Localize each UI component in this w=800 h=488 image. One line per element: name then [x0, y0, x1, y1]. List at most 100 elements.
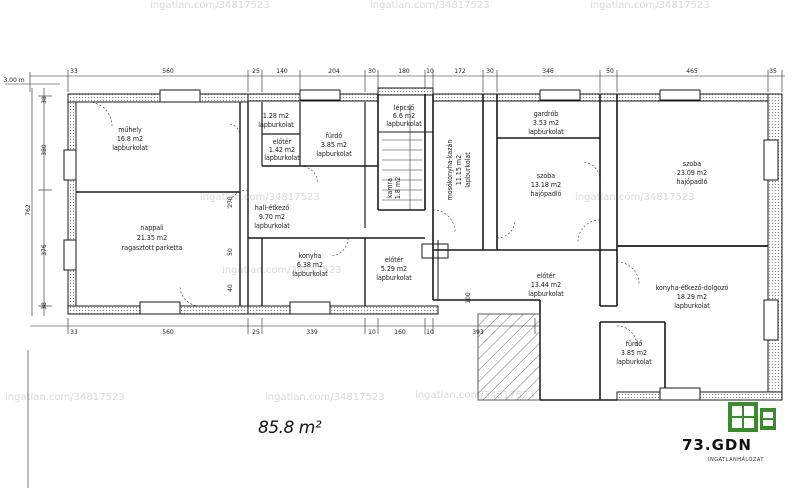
logo-text: 73.GDN	[682, 436, 752, 454]
svg-text:lépcső: lépcső	[394, 103, 414, 112]
svg-text:11.15 m2: 11.15 m2	[455, 155, 463, 185]
dim-label: 50	[606, 68, 614, 75]
svg-text:13.18 m2: 13.18 m2	[531, 181, 561, 189]
svg-text:lapburkolat: lapburkolat	[528, 290, 564, 298]
svg-text:lapburkolat: lapburkolat	[258, 121, 294, 129]
dim-label: 40	[227, 284, 234, 292]
dim-label: 10	[426, 329, 434, 336]
dim-label: 38	[41, 302, 48, 310]
windows	[63, 89, 779, 401]
dim-label: 30	[486, 68, 494, 75]
svg-text:fürdő: fürdő	[626, 339, 643, 348]
dimension-labels: 3.00 m 33 560 25 140 204 30 180 10 172 3…	[3, 68, 777, 336]
watermark-text: ingatlan.com/34817523	[575, 192, 695, 203]
svg-text:előtér: előtér	[537, 271, 556, 280]
total-area-label: 85.8 m²	[258, 418, 322, 438]
svg-text:fürdő: fürdő	[326, 131, 343, 140]
svg-text:lapburkolat: lapburkolat	[316, 150, 352, 158]
svg-text:13.44 m2: 13.44 m2	[531, 281, 561, 289]
dim-label: 376	[41, 244, 48, 256]
svg-text:konyha-étkező-dolgozó: konyha-étkező-dolgozó	[656, 283, 729, 292]
svg-text:lapburkolat: lapburkolat	[528, 128, 564, 136]
svg-text:9.70 m2: 9.70 m2	[259, 213, 285, 221]
watermarks: ingatlan.com/34817523 ingatlan.com/34817…	[5, 0, 710, 403]
gdn-logo	[728, 402, 776, 432]
svg-text:lapburkolat: lapburkolat	[616, 358, 652, 366]
svg-text:nappali: nappali	[140, 224, 163, 232]
svg-text:16.8 m2: 16.8 m2	[117, 135, 143, 143]
dim-label: 38	[41, 96, 48, 104]
terrace-hatch	[477, 313, 541, 401]
dim-label: 140	[276, 68, 288, 75]
dim-label: 33	[70, 68, 78, 75]
door-swings	[87, 101, 640, 347]
svg-text:18.29 m2: 18.29 m2	[677, 293, 707, 301]
svg-text:3.53 m2: 3.53 m2	[533, 119, 559, 127]
watermark-text: ingatlan.com/34817523	[200, 192, 320, 203]
stairs	[382, 104, 422, 210]
svg-text:szoba: szoba	[537, 172, 555, 180]
dim-label: 33	[70, 329, 78, 336]
dim-label: 465	[686, 68, 698, 75]
svg-text:1.42 m2: 1.42 m2	[269, 146, 295, 154]
svg-text:6.38 m2: 6.38 m2	[297, 261, 323, 269]
svg-text:5.29 m2: 5.29 m2	[381, 265, 407, 273]
dim-label: 50	[227, 248, 234, 256]
svg-text:lapburkolat: lapburkolat	[464, 152, 472, 188]
dim-label: 339	[306, 329, 318, 336]
logo-window-icon	[728, 402, 776, 432]
svg-text:3.85 m2: 3.85 m2	[321, 141, 347, 149]
svg-text:lapburkolat: lapburkolat	[254, 222, 290, 230]
dim-label: 180	[398, 68, 410, 75]
svg-text:lapburkolat: lapburkolat	[386, 120, 422, 128]
svg-text:előtér: előtér	[273, 137, 292, 146]
svg-text:mosókonyha-kazán: mosókonyha-kazán	[446, 140, 454, 201]
dim-label: 560	[162, 68, 174, 75]
svg-text:előtér: előtér	[385, 255, 404, 264]
svg-text:lapburkolat: lapburkolat	[376, 274, 412, 282]
dim-label: 762	[25, 204, 32, 216]
svg-text:kamra: kamra	[386, 178, 394, 198]
watermark-text: ingatlan.com/34817523	[5, 392, 125, 403]
logo-subtitle: INGATLANHÁLÓZAT	[708, 457, 764, 463]
svg-text:lapburkolat: lapburkolat	[292, 270, 328, 278]
dim-label: 35	[769, 68, 777, 75]
dim-label: 160	[394, 329, 406, 336]
watermark-text: ingatlan.com/34817523	[222, 265, 342, 276]
svg-text:3.85 m2: 3.85 m2	[621, 349, 647, 357]
svg-text:1.28 m2: 1.28 m2	[263, 112, 289, 120]
svg-text:hajópadló: hajópadló	[531, 190, 562, 198]
svg-text:konyha: konyha	[299, 252, 322, 260]
dim-label: 25	[252, 68, 260, 75]
svg-text:műhely: műhely	[118, 125, 142, 134]
dim-label: 380	[41, 144, 48, 156]
dimension-lines	[5, 70, 785, 488]
svg-text:1.8 m2: 1.8 m2	[394, 177, 402, 199]
watermark-text: ingatlan.com/34817523	[150, 0, 270, 11]
svg-text:hajópadló: hajópadló	[677, 178, 708, 186]
dim-label: 100	[465, 292, 472, 304]
svg-text:hall-étkező: hall-étkező	[255, 203, 290, 212]
dim-label: 25	[252, 329, 260, 336]
svg-text:gardrób: gardrób	[534, 110, 559, 118]
dim-label: 204	[328, 68, 340, 75]
svg-text:21.35 m2: 21.35 m2	[137, 234, 167, 242]
